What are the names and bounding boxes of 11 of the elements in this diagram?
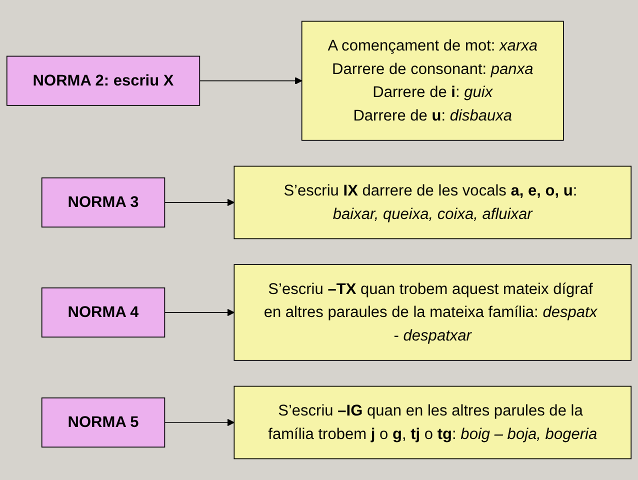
- node-box: NORMA 4: [41, 287, 166, 338]
- node-box: S’escriu –TX quan trobem aquest mateix dígraf en altres paraules de la mateixa família: despatx - despatxar: [234, 264, 632, 361]
- node-box: NORMA 5: [41, 397, 166, 448]
- node-box: NORMA 3: [41, 177, 166, 228]
- arrow: [164, 418, 234, 426]
- node-box: S’escriu IX darrere de les vocals a, e, o, u: baixar, queixa, coixa, afluixar: [234, 166, 632, 240]
- arrow: [199, 77, 302, 85]
- arrow: [164, 308, 234, 316]
- arrow: [164, 198, 234, 206]
- node-box: A començament de mot: xarxa Darrere de consonant: panxa Darrere de i: guix Darrere de u: disbauxa: [301, 20, 564, 141]
- node-box: NORMA 2: escriu X: [6, 56, 200, 106]
